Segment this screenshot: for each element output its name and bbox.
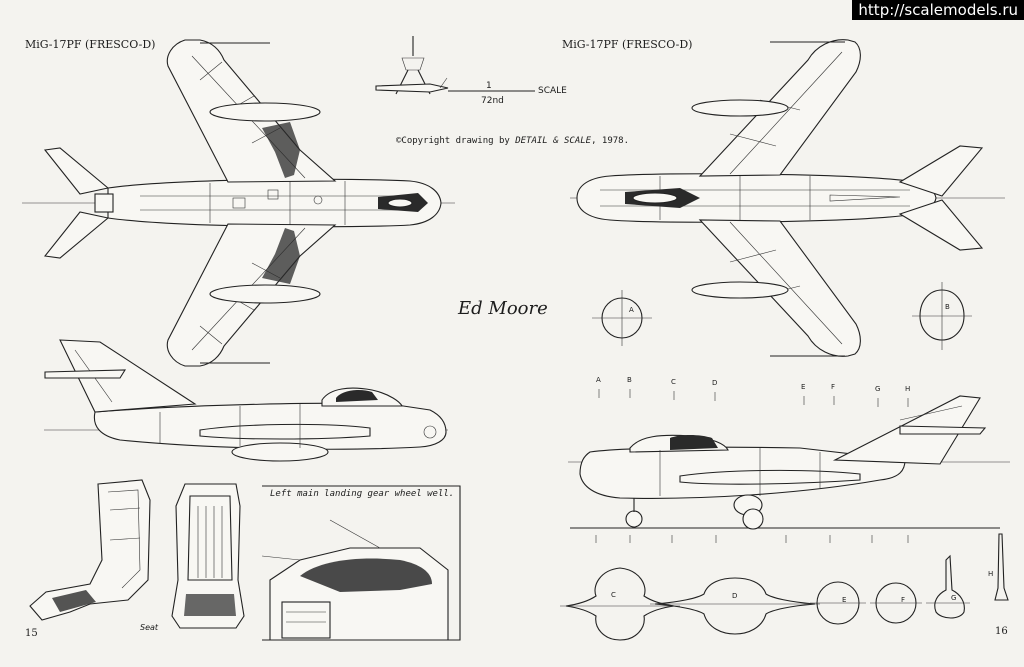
- artist-signature: Ed Moore: [458, 298, 548, 319]
- section-label-d: D: [732, 592, 738, 600]
- section-label-e: E: [842, 596, 847, 604]
- ejection-seat-front: [171, 483, 245, 629]
- scale-label: SCALE: [538, 86, 567, 96]
- copyright-suffix: , 1978.: [591, 136, 630, 146]
- station-label-h: H: [905, 385, 911, 393]
- wheel-well-detail: [261, 485, 461, 641]
- section-label-h: H: [988, 570, 994, 578]
- copyright-publisher: DETAIL & SCALE: [515, 136, 592, 146]
- title-right: MiG-17PF (FRESCO-D): [562, 38, 693, 51]
- station-label-a: A: [596, 376, 601, 384]
- station-label-g: G: [875, 385, 881, 393]
- side-view-left: [44, 339, 448, 462]
- station-label-c: C: [671, 378, 676, 386]
- title-left: MiG-17PF (FRESCO-D): [25, 38, 156, 51]
- station-label-e: E: [801, 383, 806, 391]
- source-watermark: http://scalemodels.ru: [852, 0, 1024, 20]
- wheel-well-caption: Left main landing gear wheel well.: [270, 489, 455, 499]
- section-label-f: F: [901, 596, 906, 604]
- station-label-b: B: [627, 376, 632, 384]
- side-view-right: [568, 389, 1010, 543]
- page-number-left: 15: [25, 628, 38, 639]
- bottom-view-lower: [570, 39, 1005, 357]
- seat-caption: Seat: [140, 623, 159, 632]
- section-label-a: A: [629, 306, 634, 314]
- scale-numerator: 1: [486, 81, 492, 91]
- copyright-note: ©Copyright drawing by DETAIL & SCALE, 19…: [396, 136, 629, 146]
- page-number-right: 16: [995, 626, 1008, 637]
- top-view-upper: [22, 39, 455, 367]
- section-label-g: G: [951, 594, 957, 602]
- cross-sections: [560, 282, 1009, 641]
- section-label-c: C: [611, 591, 616, 599]
- station-label-f: F: [831, 383, 836, 391]
- ejection-seat-side: [29, 479, 151, 621]
- section-label-b: B: [945, 303, 950, 311]
- scale-aircraft-icon: [375, 36, 535, 95]
- station-label-d: D: [712, 379, 718, 387]
- scale-denominator: 72nd: [481, 96, 504, 106]
- copyright-prefix: ©Copyright drawing by: [396, 136, 516, 146]
